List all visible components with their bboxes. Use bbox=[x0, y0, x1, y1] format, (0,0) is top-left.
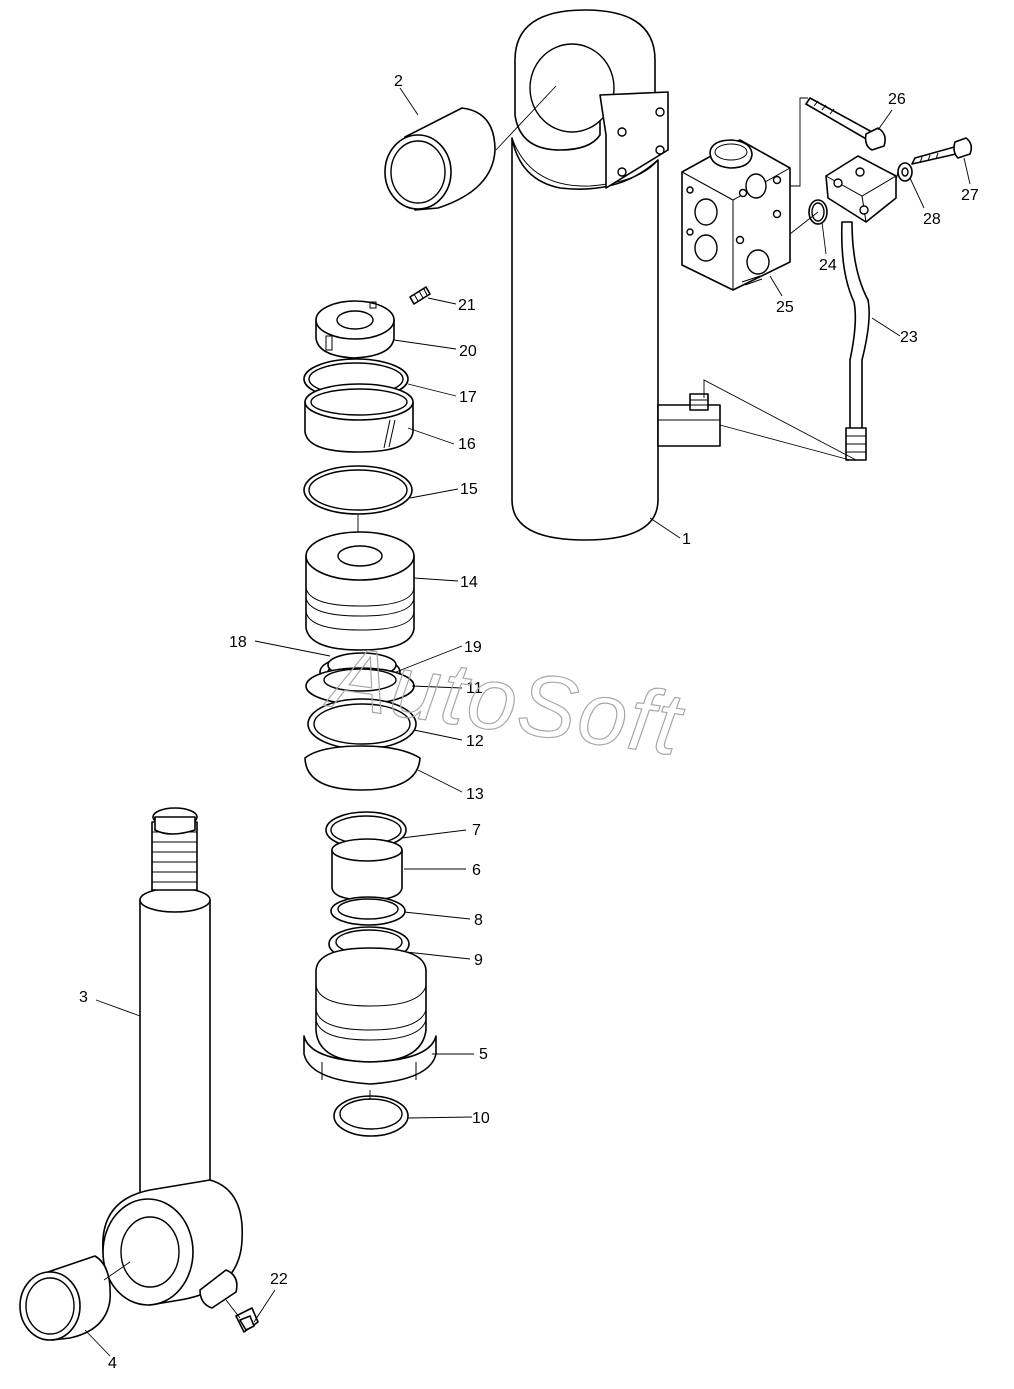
hydraulic-tube bbox=[825, 155, 897, 461]
callout-13: 13 bbox=[466, 786, 484, 803]
split-sleeve bbox=[304, 383, 414, 453]
callout-2: 2 bbox=[394, 73, 403, 90]
callout-9: 9 bbox=[474, 952, 483, 969]
callout-18: 18 bbox=[229, 634, 247, 651]
head-o-ring bbox=[303, 465, 413, 515]
rod-seal bbox=[325, 811, 407, 849]
callout-12: 12 bbox=[466, 733, 484, 750]
callout-20: 20 bbox=[459, 343, 477, 360]
set-screw bbox=[409, 286, 431, 305]
cylinder-barrel bbox=[511, 137, 721, 541]
callout-7: 7 bbox=[472, 822, 481, 839]
callout-15: 15 bbox=[460, 481, 478, 498]
callout-17: 17 bbox=[459, 389, 477, 406]
callout-4: 4 bbox=[108, 1355, 117, 1372]
cylinder-top-eye bbox=[514, 9, 669, 189]
washer bbox=[897, 162, 913, 182]
callout-19: 19 bbox=[464, 639, 482, 656]
callout-8: 8 bbox=[474, 912, 483, 929]
short-bolt bbox=[911, 137, 973, 165]
callout-27: 27 bbox=[961, 187, 979, 204]
callout-10: 10 bbox=[472, 1110, 490, 1127]
rod-eye-bushing bbox=[19, 1255, 112, 1341]
assembly-guide-lines bbox=[103, 85, 899, 1319]
callout-leaders bbox=[84, 87, 971, 1357]
callout-1: 1 bbox=[682, 531, 691, 548]
rod-ring-8 bbox=[330, 896, 406, 926]
rod-wiper bbox=[333, 1095, 409, 1137]
callout-6: 6 bbox=[472, 862, 481, 879]
long-bolt bbox=[805, 97, 886, 151]
grease-fitting bbox=[235, 1307, 259, 1333]
piston bbox=[305, 531, 415, 651]
valve-block bbox=[681, 139, 791, 291]
callout-21: 21 bbox=[458, 297, 476, 314]
callout-14: 14 bbox=[460, 574, 478, 591]
slotted-nut bbox=[315, 300, 395, 359]
callout-25: 25 bbox=[776, 299, 794, 316]
callout-3: 3 bbox=[79, 989, 88, 1006]
callout-26: 26 bbox=[888, 91, 906, 108]
callout-23: 23 bbox=[900, 329, 918, 346]
callout-11: 11 bbox=[466, 680, 483, 697]
callout-labels: 1 2 3 4 5 6 7 8 9 10 11 12 13 14 15 16 1… bbox=[79, 73, 979, 1372]
wiper-ring bbox=[307, 698, 417, 750]
callout-16: 16 bbox=[458, 436, 476, 453]
backup-ring bbox=[304, 745, 421, 791]
callout-28: 28 bbox=[923, 211, 941, 228]
piston-rod bbox=[102, 807, 243, 1309]
top-bushing bbox=[384, 107, 496, 211]
callout-24: 24 bbox=[819, 257, 837, 274]
rod-bushing bbox=[331, 838, 403, 901]
callout-5: 5 bbox=[479, 1046, 488, 1063]
callout-22: 22 bbox=[270, 1271, 288, 1288]
cylinder-head bbox=[303, 947, 437, 1085]
